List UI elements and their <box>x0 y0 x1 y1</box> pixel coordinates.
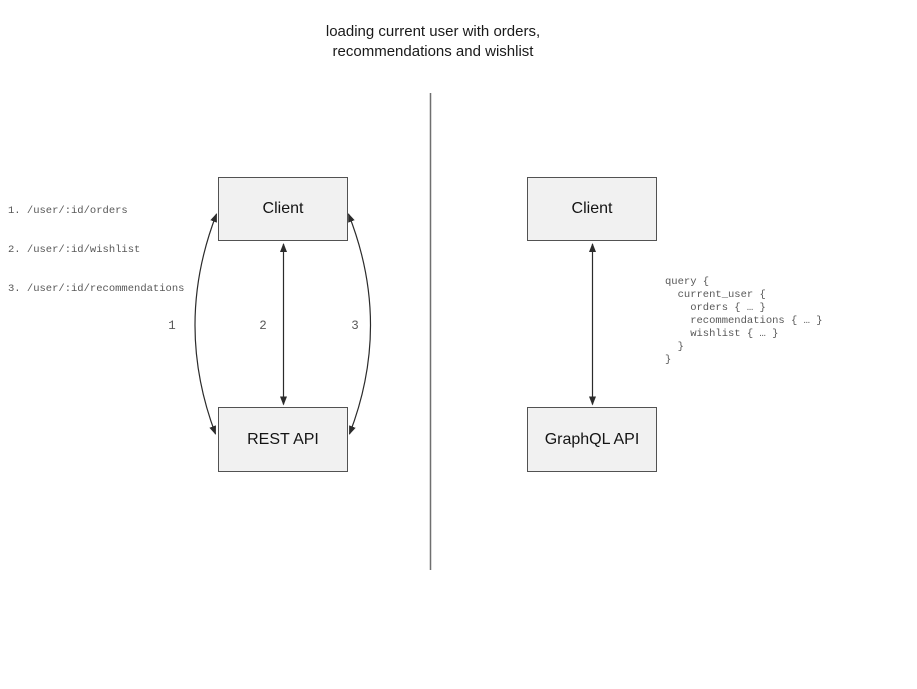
rest-endpoint-wishlist: 2. /user/:id/wishlist <box>8 244 141 256</box>
rest-api-box: REST API <box>218 407 348 472</box>
rest-arrow-1-curve <box>194 213 218 435</box>
graphql-client-box: Client <box>527 177 657 241</box>
rest-endpoint-recommendations: 3. /user/:id/recommendations <box>8 283 185 295</box>
arrow-label-2: 2 <box>259 319 267 333</box>
arrow-label-1: 1 <box>168 319 176 333</box>
rest-api-label: REST API <box>247 430 319 448</box>
graphql-api-box: GraphQL API <box>527 407 657 472</box>
rest-client-box: Client <box>218 177 348 241</box>
diagram-title: loading current user with orders, recomm… <box>325 23 541 60</box>
graphql-api-label: GraphQL API <box>544 430 640 448</box>
rest-endpoint-orders: 1. /user/:id/orders <box>8 205 128 217</box>
arrow-label-3: 3 <box>351 319 359 333</box>
rest-endpoints-list: 1. /user/:id/orders 2. /user/:id/wishlis… <box>8 179 184 322</box>
rest-client-label: Client <box>262 200 304 217</box>
graphql-client-label: Client <box>571 200 613 217</box>
graphql-query: query { current_user { orders { … } reco… <box>665 276 823 366</box>
